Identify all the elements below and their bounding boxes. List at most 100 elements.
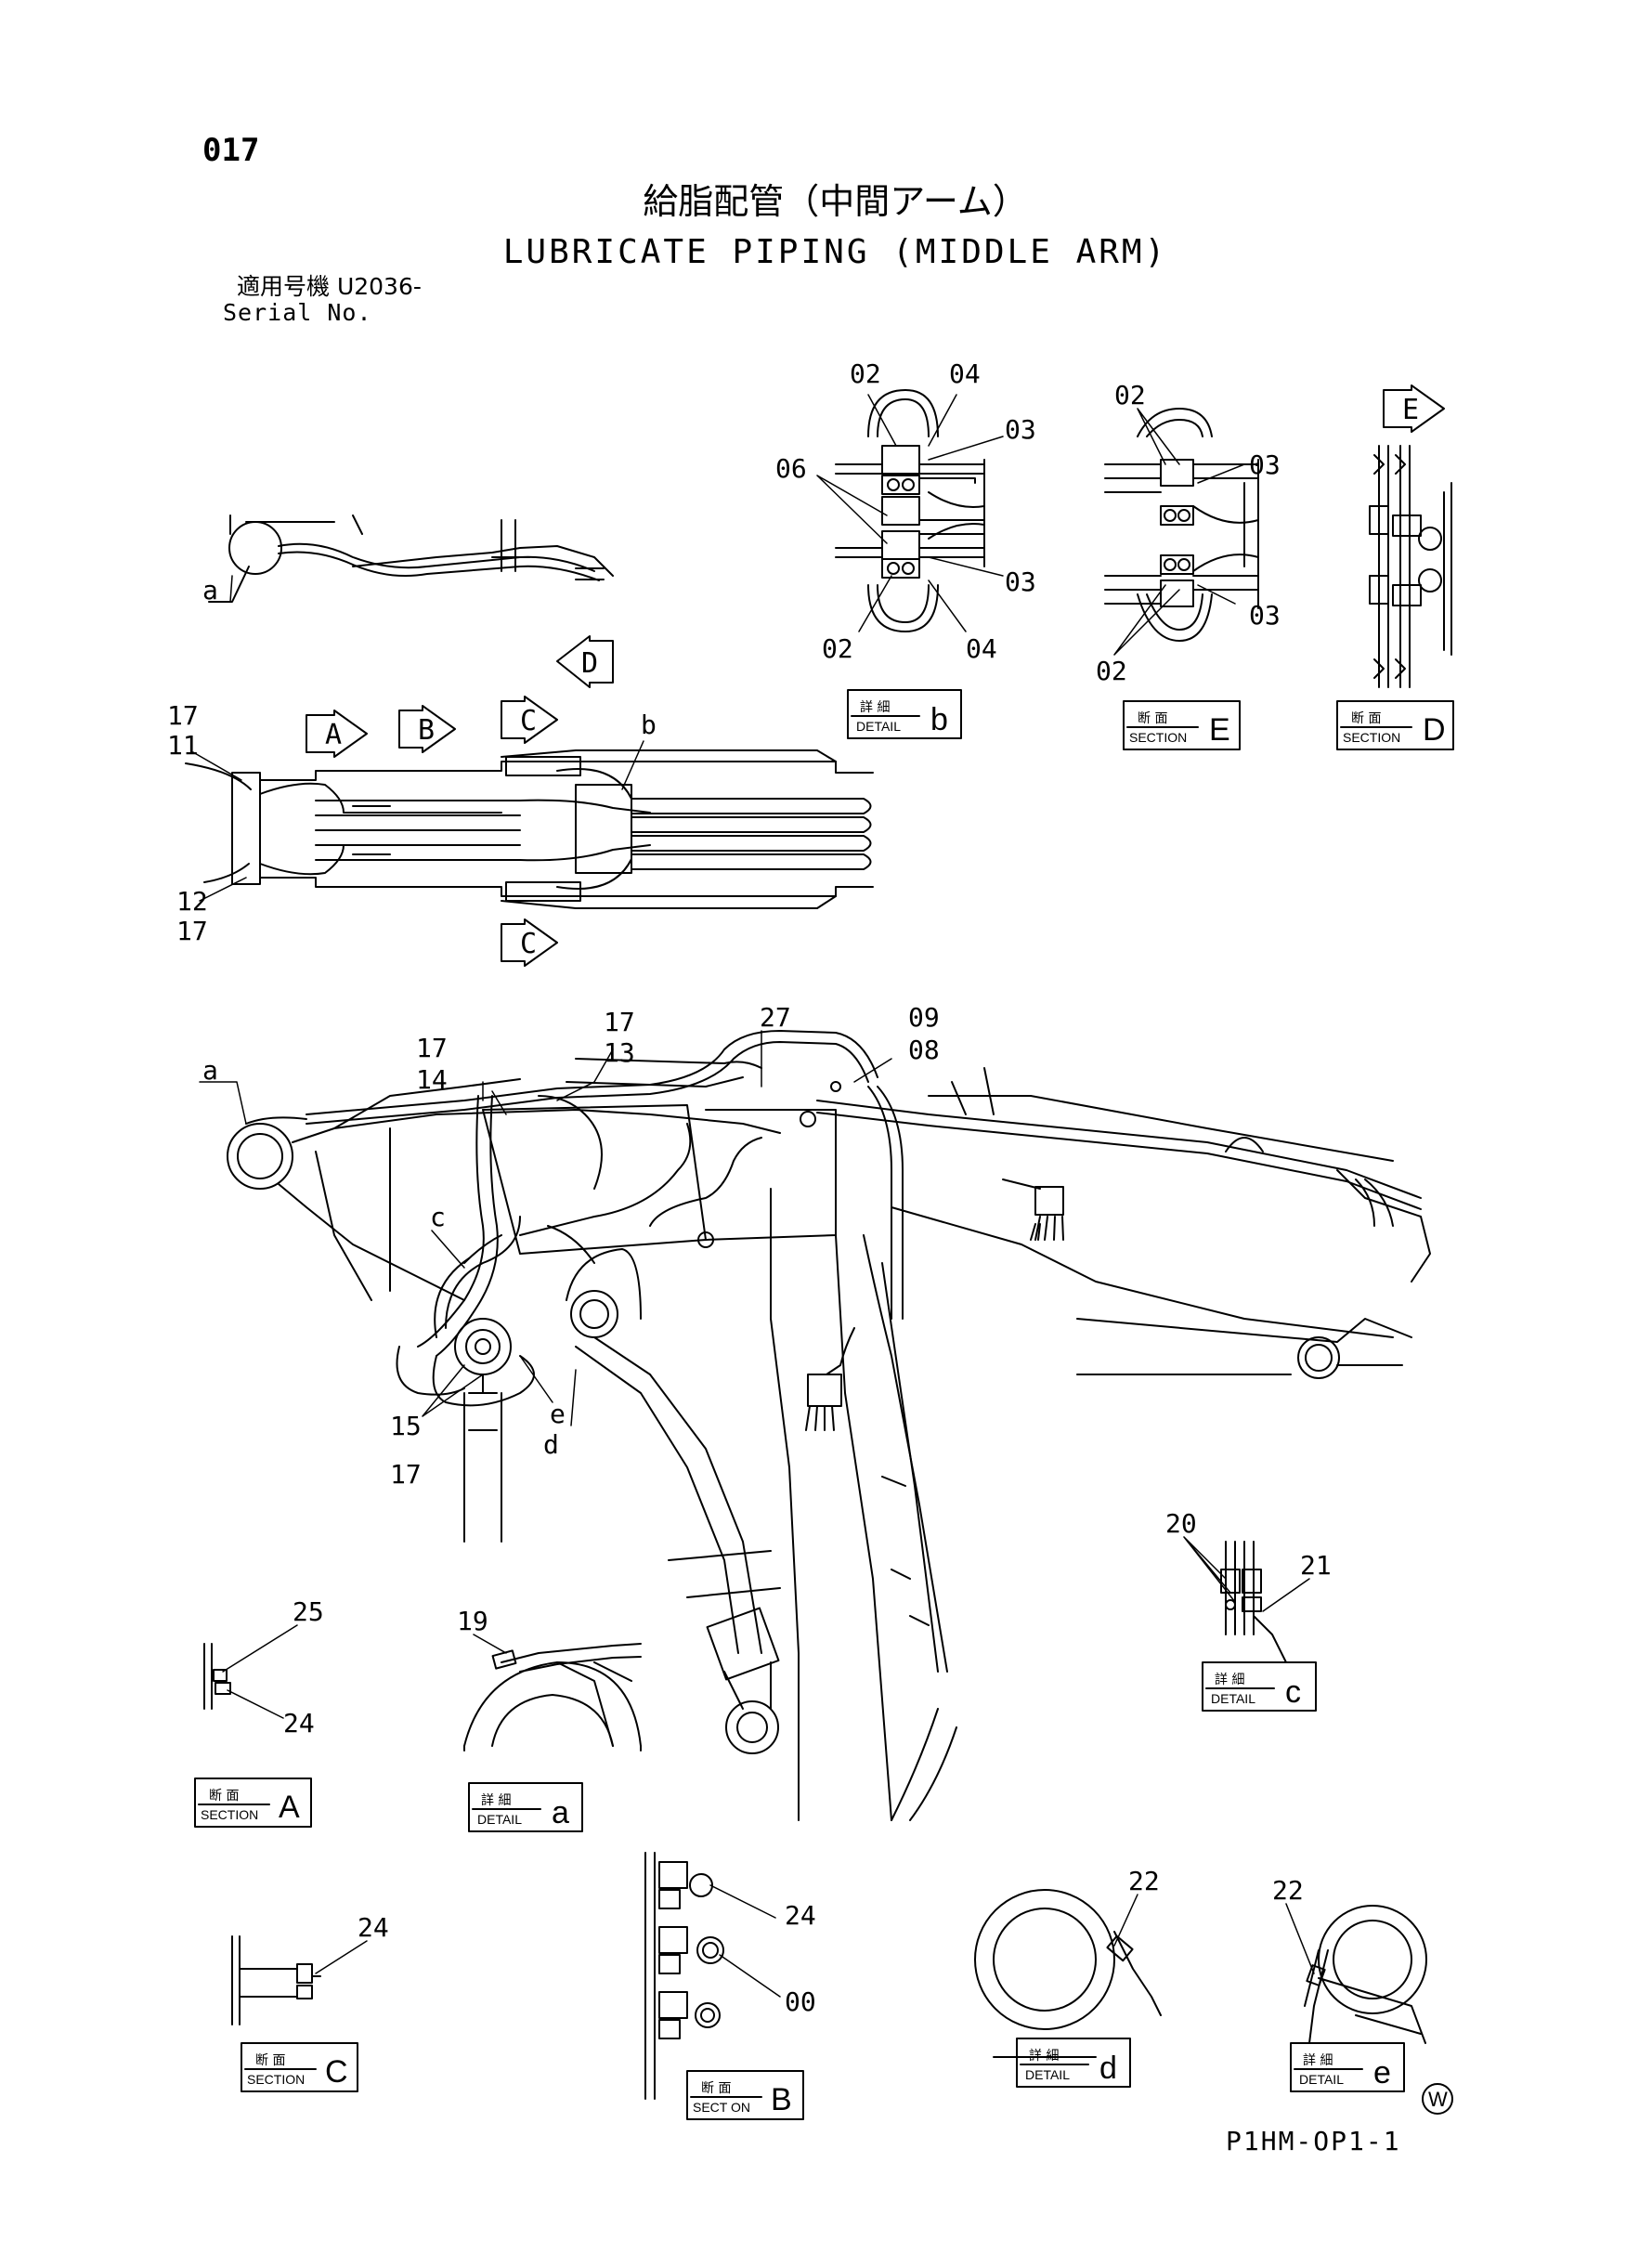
callout-06: 06	[775, 453, 807, 484]
caption-letter: d	[1099, 2051, 1117, 2086]
ref-a-leader-small	[229, 575, 233, 603]
section-a-drawing	[203, 1643, 231, 1710]
caption-en: DETAIL	[1299, 2072, 1344, 2087]
ref-e: e	[550, 1399, 566, 1429]
caption-detail-a: 詳 細 DETAIL a	[468, 1782, 583, 1832]
caption-en: SECTION	[1343, 730, 1400, 745]
callout-24: 24	[785, 1900, 816, 1931]
caption-letter: e	[1373, 2055, 1391, 2090]
section-b-drawing	[644, 1852, 724, 2100]
callout-17: 17	[176, 916, 208, 946]
caption-en: DETAIL	[1211, 1691, 1255, 1706]
caption-jp: 断 面	[701, 2081, 731, 2096]
view-label-b: B	[418, 714, 435, 747]
callout-02: 02	[1096, 656, 1127, 686]
section-c-drawing	[231, 1935, 321, 2025]
page-number: 017	[202, 132, 260, 169]
ref-d: d	[543, 1429, 559, 1460]
caption-en: SECTION	[201, 1807, 258, 1822]
callout-03: 03	[1249, 600, 1281, 631]
callout-17: 17	[390, 1459, 422, 1490]
callout-13: 13	[604, 1037, 635, 1068]
caption-detail-e: 詳 細 DETAIL e	[1290, 2042, 1405, 2092]
detail-a-drawing	[463, 1643, 642, 1752]
leader-lines	[192, 394, 1315, 1998]
view-label-c-top: C	[520, 705, 537, 737]
callout-24: 24	[358, 1912, 389, 1943]
caption-jp: 詳 細	[481, 1793, 511, 1808]
plan-view	[185, 749, 874, 909]
section-d-drawing	[1369, 445, 1452, 688]
caption-section-e: 断 面 SECTION E	[1123, 700, 1241, 750]
detail-d-drawing	[974, 1889, 1162, 2058]
caption-detail-b: 詳 細 DETAIL b	[847, 689, 962, 739]
circled-w-mark: W	[1422, 2083, 1453, 2115]
caption-jp: 断 面	[255, 2053, 285, 2068]
callout-08: 08	[908, 1035, 940, 1065]
caption-jp: 詳 細	[860, 700, 890, 715]
caption-letter: E	[1209, 712, 1230, 748]
callout-03: 03	[1005, 414, 1036, 445]
caption-section-c: 断 面 SECTION C	[241, 2042, 358, 2092]
callout-03: 03	[1005, 566, 1036, 597]
caption-letter: b	[930, 702, 948, 737]
callout-02: 02	[850, 358, 881, 389]
view-arrow-c-bottom	[501, 918, 558, 967]
caption-jp: 断 面	[209, 1789, 239, 1804]
caption-jp: 詳 細	[1215, 1673, 1244, 1687]
caption-detail-d: 詳 細 DETAIL d	[1016, 2038, 1131, 2088]
callout-04: 04	[949, 358, 981, 389]
view-label-d: D	[581, 647, 598, 680]
document-id: P1HM-OP1-1	[1226, 2126, 1401, 2156]
view-label-e: E	[1402, 394, 1419, 426]
callout-14: 14	[416, 1064, 448, 1095]
main-side-view	[227, 1030, 1431, 1821]
view-arrow-d	[556, 635, 614, 688]
caption-letter: D	[1423, 712, 1446, 748]
title-japanese: 給脂配管（中間アーム）	[643, 181, 1028, 222]
callout-02: 02	[1114, 380, 1146, 410]
callout-11: 11	[167, 730, 199, 761]
callout-21: 21	[1300, 1550, 1332, 1581]
view-label-a: A	[325, 719, 342, 751]
caption-jp: 詳 細	[1029, 2049, 1059, 2064]
view-arrow-b	[398, 705, 456, 753]
caption-letter: a	[552, 1795, 569, 1830]
callout-17: 17	[416, 1033, 448, 1063]
overview-view	[208, 514, 614, 603]
callout-04: 04	[966, 633, 997, 664]
ref-b: b	[641, 710, 657, 740]
caption-en: DETAIL	[856, 719, 901, 734]
serial-label-english: Serial No.	[223, 299, 372, 326]
callout-27: 27	[760, 1002, 791, 1033]
view-arrow-a	[306, 710, 368, 758]
caption-en: DETAIL	[477, 1812, 522, 1827]
callout-03: 03	[1249, 449, 1281, 480]
callout-24: 24	[283, 1708, 315, 1739]
caption-letter: A	[279, 1790, 300, 1825]
callout-17: 17	[167, 700, 199, 731]
callout-20: 20	[1165, 1508, 1197, 1539]
caption-en: DETAIL	[1025, 2067, 1070, 2082]
view-arrow-e	[1383, 384, 1445, 433]
caption-letter: C	[325, 2054, 348, 2090]
caption-section-a: 断 面 SECTION A	[194, 1778, 312, 1828]
section-e-drawing	[1104, 408, 1259, 642]
title-english: LUBRICATE PIPING (MIDDLE ARM)	[502, 233, 1168, 271]
callout-02: 02	[822, 633, 853, 664]
caption-en: SECT ON	[693, 2100, 750, 2115]
callout-19: 19	[457, 1606, 488, 1636]
caption-jp: 詳 細	[1303, 2053, 1333, 2068]
caption-en: SECTION	[247, 2072, 305, 2087]
svg-text:W: W	[1428, 2088, 1448, 2111]
caption-jp: 断 面	[1138, 711, 1167, 726]
caption-detail-c: 詳 細 DETAIL c	[1202, 1661, 1317, 1712]
caption-jp: 断 面	[1351, 711, 1381, 726]
serial-label-japanese: 適用号機 U2036-	[237, 273, 422, 300]
ref-a-small: a	[202, 575, 218, 606]
callout-17: 17	[604, 1007, 635, 1037]
caption-section-d: 断 面 SECTION D	[1336, 700, 1454, 750]
view-label-c-bottom: C	[520, 928, 537, 960]
ref-c: c	[430, 1202, 446, 1232]
